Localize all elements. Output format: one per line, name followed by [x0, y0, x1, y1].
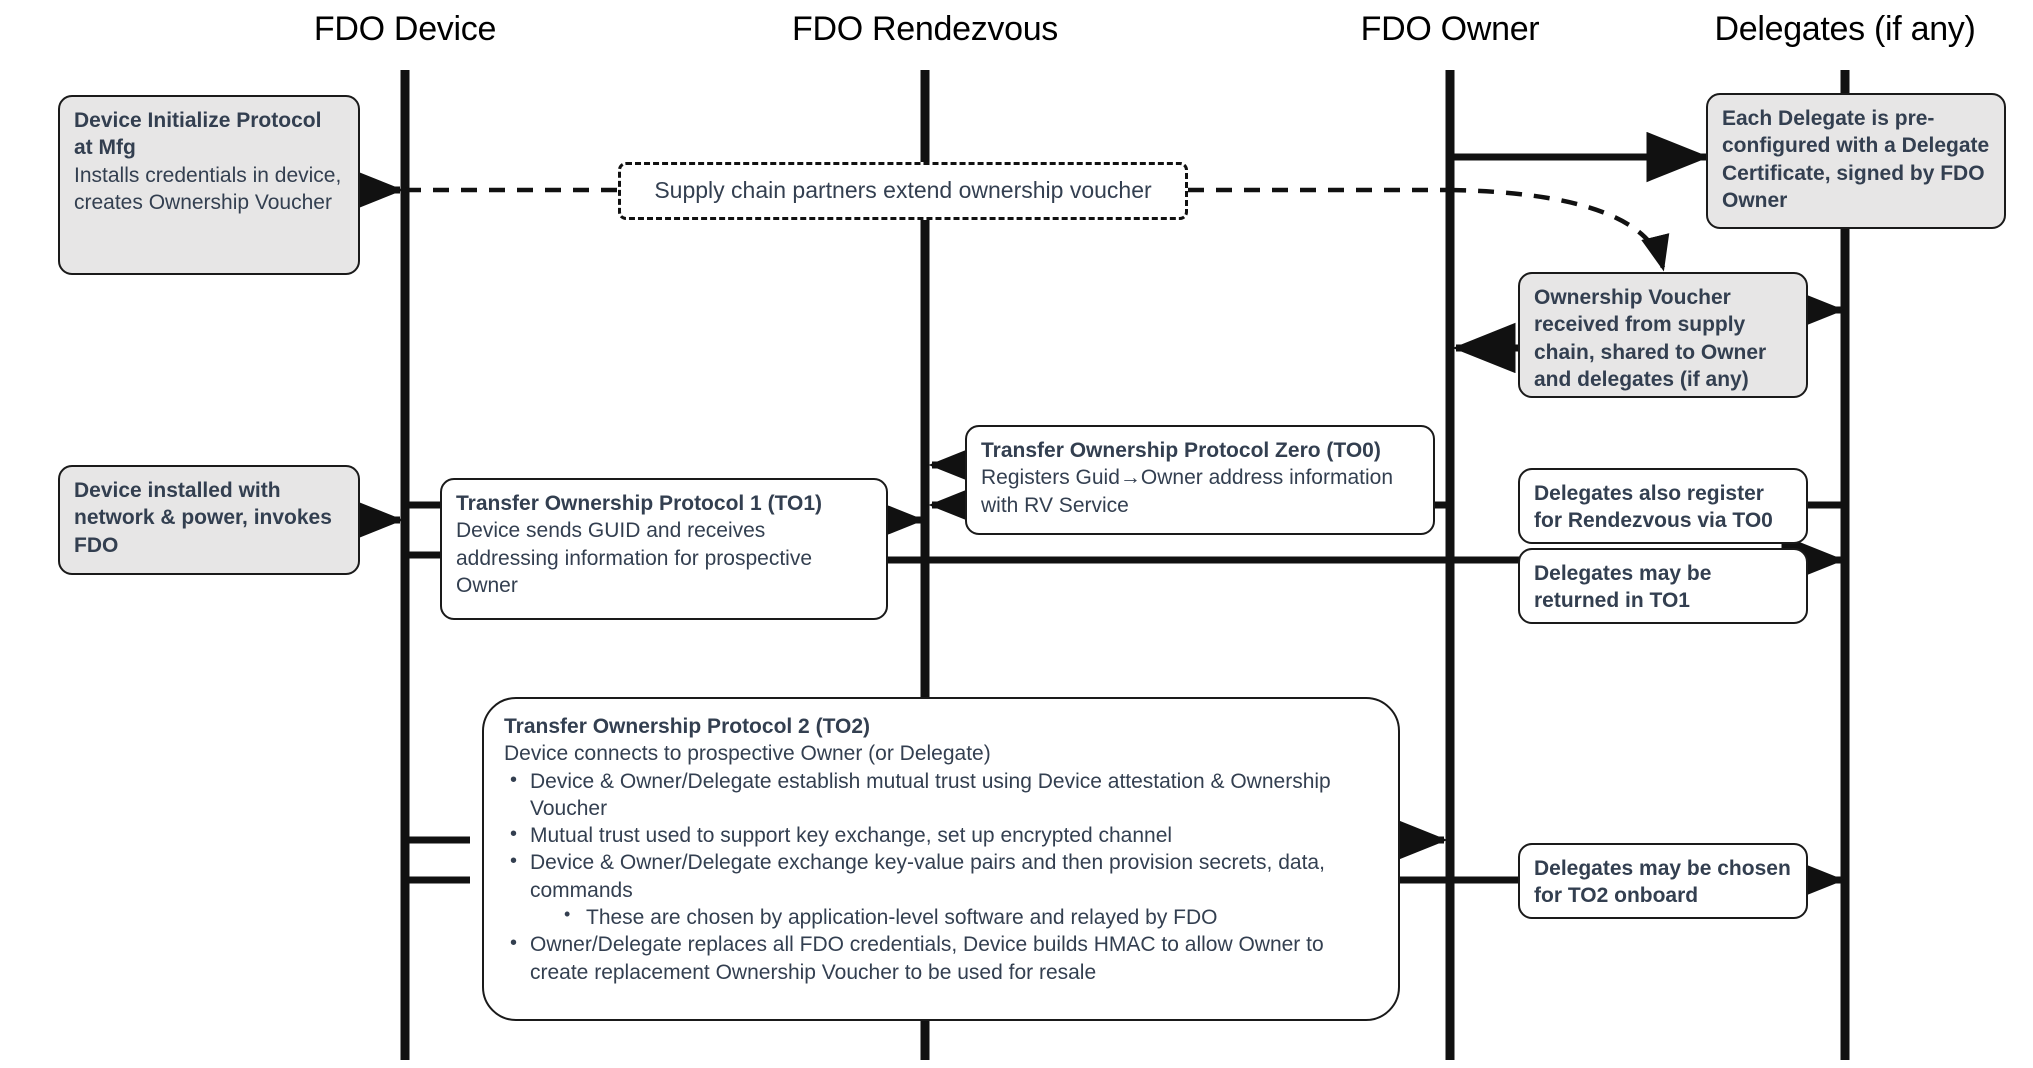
- lifeline-label-fdo-device: FDO Device: [313, 10, 497, 48]
- lifeline-label-fdo-rendezvous: FDO Rendezvous: [791, 10, 1059, 48]
- node-supply-chain-voucher[interactable]: Supply chain partners extend ownership v…: [618, 162, 1188, 220]
- node-delegates-register-to0[interactable]: Delegates also register for Rendezvous v…: [1518, 468, 1808, 544]
- node-device-init-title: Device Initialize Protocol at Mfg: [74, 109, 322, 160]
- node-to1-title: Transfer Ownership Protocol 1 (TO1): [456, 492, 823, 515]
- voucher-curve-dashed: [1449, 187, 1670, 272]
- lifeline-label-delegates: Delegates (if any): [1714, 10, 1976, 48]
- node-device-init-body: Installs credentials in device, creates …: [74, 163, 342, 214]
- node-ownership-voucher-text: Ownership Voucher received from supply c…: [1534, 286, 1767, 391]
- node-delegates-to1-text: Delegates may be returned in TO1: [1534, 562, 1712, 613]
- lifeline-label-fdo-owner: FDO Owner: [1360, 10, 1540, 48]
- node-to2-subbullet-wrapper: These are chosen by application-level so…: [504, 903, 1378, 931]
- node-supply-chain-text: Supply chain partners extend ownership v…: [654, 177, 1152, 204]
- node-ownership-voucher-received[interactable]: Ownership Voucher received from supply c…: [1518, 272, 1808, 398]
- node-to2-sub-bullet-list: These are chosen by application-level so…: [504, 903, 1378, 931]
- node-device-initialize-protocol[interactable]: Device Initialize Protocol at Mfg Instal…: [58, 95, 360, 275]
- node-to2-bullet-3: Device & Owner/Delegate exchange key-val…: [504, 848, 1378, 904]
- node-to1-body: Device sends GUID and receives addressin…: [456, 519, 813, 597]
- node-to0[interactable]: Transfer Ownership Protocol Zero (TO0) R…: [965, 425, 1435, 535]
- node-to2-bullet-2: Mutual trust used to support key exchang…: [504, 821, 1378, 849]
- node-to0-body: Registers Guid→Owner address information…: [981, 466, 1394, 517]
- node-delegates-returned-to1[interactable]: Delegates may be returned in TO1: [1518, 548, 1808, 624]
- node-to1[interactable]: Transfer Ownership Protocol 1 (TO1) Devi…: [440, 478, 888, 620]
- node-device-installed[interactable]: Device installed with network & power, i…: [58, 465, 360, 575]
- node-to2-lead: Device connects to prospective Owner (or…: [504, 742, 991, 766]
- node-to2-bullet-list: Device & Owner/Delegate establish mutual…: [504, 767, 1378, 986]
- node-to2-title: Transfer Ownership Protocol 2 (TO2): [504, 715, 871, 738]
- node-delegates-chosen-to2[interactable]: Delegates may be chosen for TO2 onboard: [1518, 843, 1808, 919]
- node-to2-sub-bullet-1: These are chosen by application-level so…: [556, 903, 1378, 931]
- node-to2[interactable]: Transfer Ownership Protocol 2 (TO2) Devi…: [482, 697, 1400, 1021]
- node-delegates-register-text: Delegates also register for Rendezvous v…: [1534, 482, 1773, 533]
- node-to2-bullet-1: Device & Owner/Delegate establish mutual…: [504, 767, 1378, 823]
- node-device-installed-text: Device installed with network & power, i…: [74, 479, 332, 557]
- node-delegates-to2-text: Delegates may be chosen for TO2 onboard: [1534, 857, 1791, 908]
- node-to2-bullet-4: Owner/Delegate replaces all FDO credenti…: [504, 930, 1378, 986]
- node-to0-title: Transfer Ownership Protocol Zero (TO0): [981, 439, 1381, 462]
- node-delegate-cert-text: Each Delegate is pre-configured with a D…: [1722, 107, 1990, 212]
- node-delegate-certificate[interactable]: Each Delegate is pre-configured with a D…: [1706, 93, 2006, 229]
